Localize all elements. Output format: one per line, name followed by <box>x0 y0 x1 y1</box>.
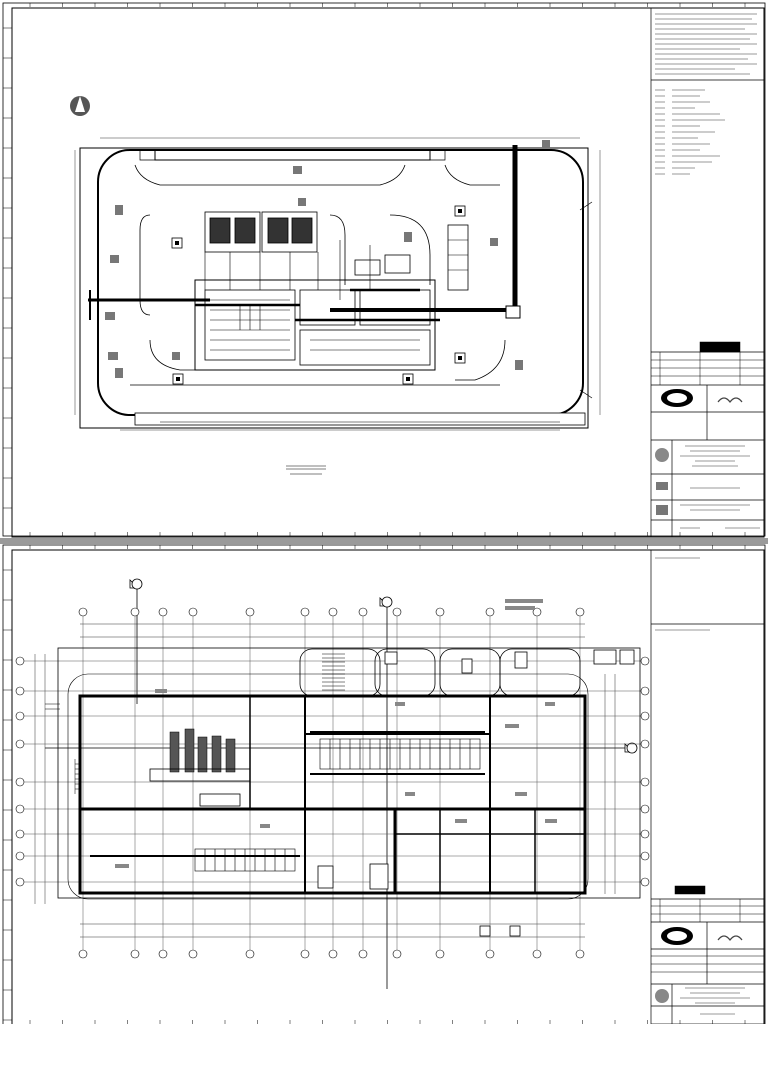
grid-bubble <box>78 949 88 959</box>
grid-bubble <box>188 607 198 617</box>
grid-bubble <box>15 739 25 749</box>
title-block <box>650 549 765 1024</box>
grid-bubble <box>575 949 585 959</box>
grid-bubble <box>485 607 495 617</box>
outer-border <box>2 544 766 1024</box>
company-logos <box>655 989 669 1003</box>
equipment-details <box>204 239 468 351</box>
grid-bubble <box>640 656 650 666</box>
page-separator <box>0 538 768 546</box>
grid-bubble <box>640 686 650 696</box>
pipe-runs <box>88 145 518 320</box>
grid-bubble <box>300 949 310 959</box>
transformer-base <box>149 768 251 807</box>
section-cut-lines <box>45 589 625 989</box>
grid-bubble <box>245 949 255 959</box>
contractor-logo <box>717 935 743 941</box>
grid-reference-ticks <box>3 545 746 1024</box>
busbar-runs <box>195 288 440 322</box>
revision-table <box>651 341 764 385</box>
room-labels <box>115 599 557 868</box>
grid-bubble <box>15 829 25 839</box>
grid-bubble <box>15 686 25 696</box>
ladder-symbols <box>45 703 80 794</box>
grid-bubble <box>328 949 338 959</box>
busbar-runs <box>90 731 485 857</box>
substation-equipment <box>194 211 469 371</box>
building-plan-drawing <box>2 544 766 1024</box>
north-arrow-icon <box>70 96 90 116</box>
drawing-title-lines <box>680 987 750 1015</box>
grid-bubble <box>78 607 88 617</box>
grid-bubble <box>640 829 650 839</box>
grid-bubble <box>130 607 140 617</box>
grid-bubble <box>392 607 402 617</box>
grid-bubble <box>640 777 650 787</box>
grid-bubble <box>328 607 338 617</box>
drawing-caption <box>286 465 326 475</box>
grid-bubble <box>392 949 402 959</box>
grid-bubble <box>485 949 495 959</box>
section-marker-icons <box>129 578 638 754</box>
contractor-logo <box>717 397 743 403</box>
grid-bubble <box>300 607 310 617</box>
grid-bubble <box>15 877 25 887</box>
grid-bubble <box>640 877 650 887</box>
grid-reference-ticks <box>3 3 746 536</box>
grid-bubble <box>15 656 25 666</box>
drawing-sheet-site-layout <box>0 0 768 541</box>
grid-bubble <box>435 949 445 959</box>
grid-bubble <box>188 949 198 959</box>
notes-text-lines <box>655 13 757 75</box>
transformer-bushings <box>169 728 236 773</box>
dimension-lines <box>34 623 616 938</box>
owner-logo <box>661 927 693 945</box>
grid-bubble <box>640 739 650 749</box>
legend-entries <box>655 89 725 175</box>
grid-bubble <box>640 804 650 814</box>
revision-table <box>651 885 764 973</box>
notes-text-lines <box>655 557 710 631</box>
grid-bubble <box>15 851 25 861</box>
label-blocks <box>105 140 550 378</box>
grid-bubble <box>158 949 168 959</box>
owner-logo <box>661 389 693 407</box>
grid-bubble <box>575 607 585 617</box>
drawing-sheet-building-plan <box>0 544 768 1085</box>
grid-bubble <box>245 607 255 617</box>
grid-bubble <box>158 607 168 617</box>
internal-roads <box>130 164 506 386</box>
pipe-end-box <box>505 305 521 319</box>
stair-treads <box>322 653 345 691</box>
dimension-lines <box>74 137 601 431</box>
grid-bubble <box>15 711 25 721</box>
marker-dots <box>175 209 462 381</box>
grid-bubbles <box>15 607 650 959</box>
title-block <box>650 7 765 538</box>
grid-bubble <box>532 949 542 959</box>
grid-bubble <box>15 777 25 787</box>
switchgear-lineup <box>194 738 481 872</box>
outer-border <box>2 2 766 537</box>
grid-bubble <box>130 949 140 959</box>
grid-bubble <box>15 804 25 814</box>
grid-bubble <box>640 851 650 861</box>
equipment-blocks <box>317 649 635 937</box>
drawing-title-lines <box>680 445 760 529</box>
gate-symbols <box>139 149 593 399</box>
site-boundary <box>79 147 589 429</box>
grid-bubble <box>640 711 650 721</box>
company-logos <box>655 448 669 515</box>
grid-bubble <box>358 607 368 617</box>
grid-bubble <box>435 607 445 617</box>
site-layout-drawing <box>2 2 766 538</box>
grid-bubble <box>358 949 368 959</box>
